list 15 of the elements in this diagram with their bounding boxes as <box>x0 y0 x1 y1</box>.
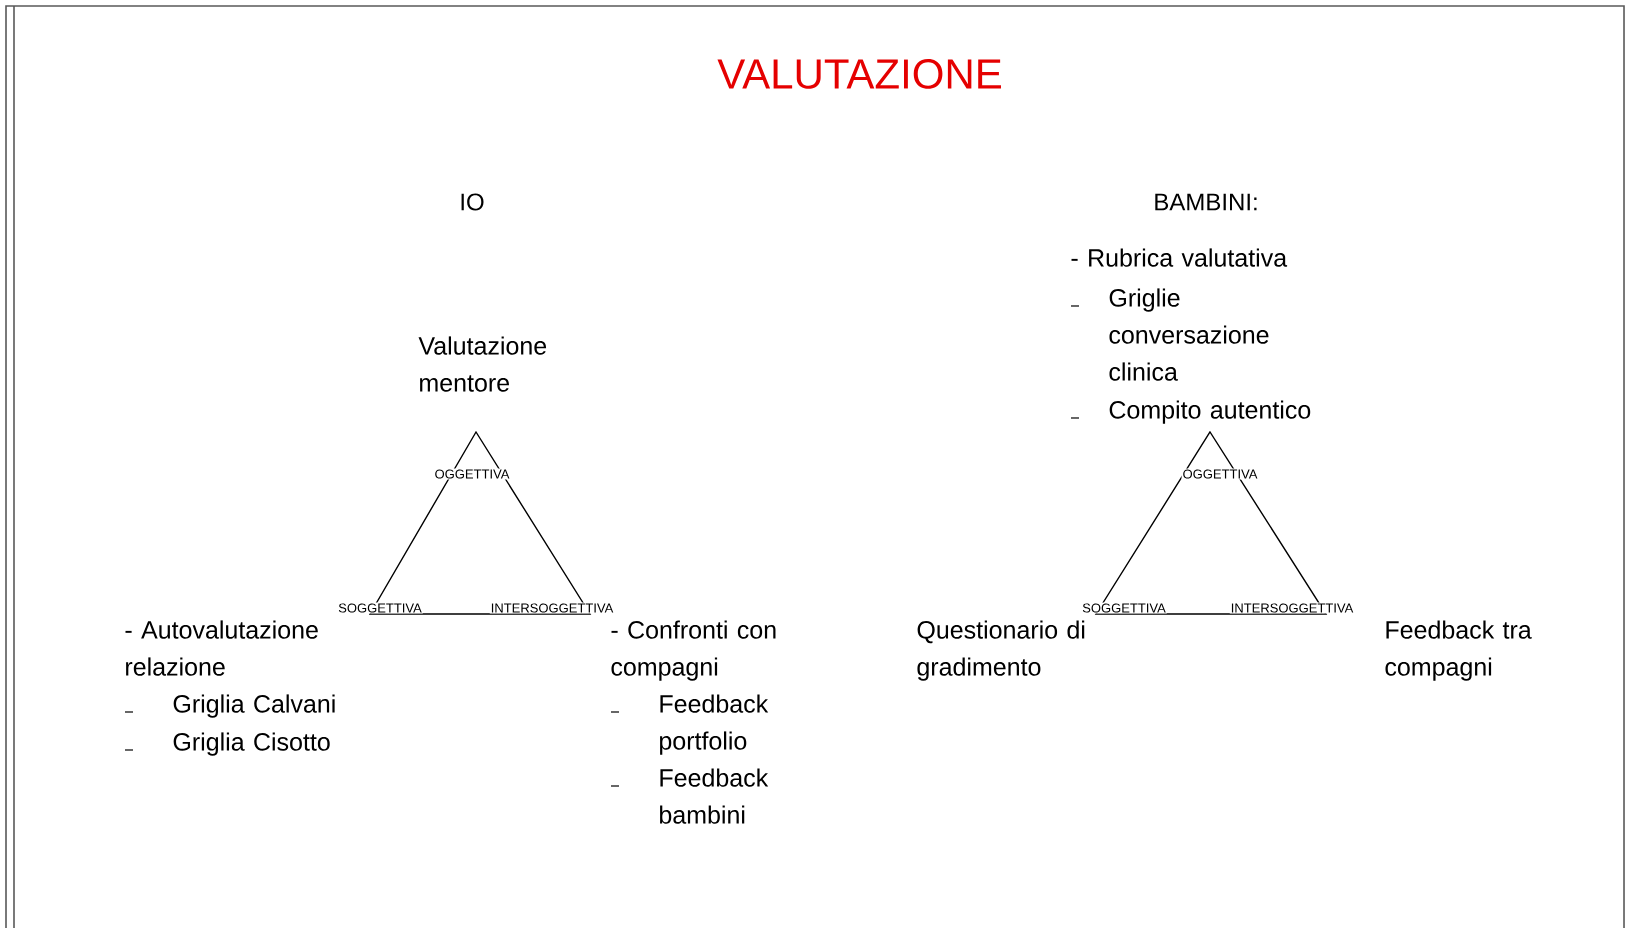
annotation-text: - Rubrica valutativa <box>1071 248 1288 267</box>
list-item: Griglie conversazione clinica <box>1070 288 1269 381</box>
list-item: Griglia Cisotto <box>124 732 330 756</box>
list-item: Feedback bambini <box>610 768 769 824</box>
heading-label: BAMBINI: <box>1155 193 1257 211</box>
title: VALUTAZIONE <box>717 59 1001 89</box>
annotation-text: Questionario di gradimento <box>917 620 1085 681</box>
list-item: Griglia Calvani <box>124 694 335 718</box>
heading-label: IO <box>461 193 484 211</box>
annotation-text: - Autovalutazione relazione <box>125 620 318 676</box>
list-item: Compito autentico <box>1070 400 1311 424</box>
annotation-text: Feedback tra compagni <box>1385 620 1532 681</box>
list-item: Feedback portfolio <box>610 694 769 755</box>
annotation-text: Valutazione mentore <box>418 336 547 392</box>
annotation-text: - Confronti con compagni <box>611 620 776 681</box>
